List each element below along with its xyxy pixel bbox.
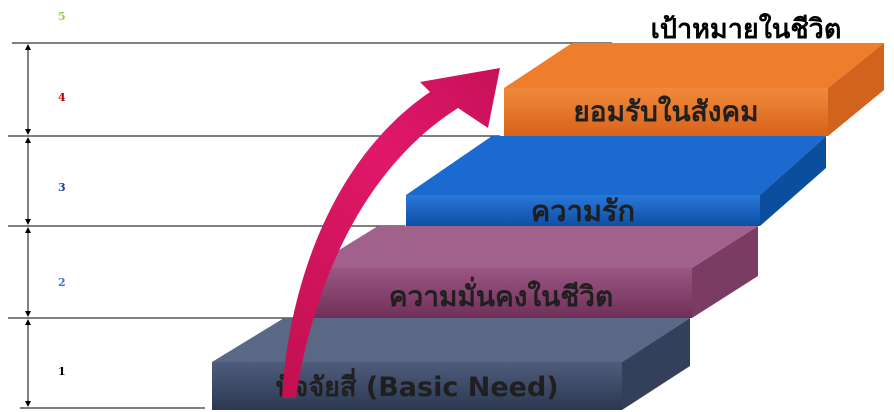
- step-1-label: ปัจจัยสี่ (Basic Need): [275, 367, 558, 403]
- step-3-label: ความรัก: [531, 194, 635, 228]
- step-1-side: [622, 318, 690, 410]
- step-1-top: [212, 318, 690, 362]
- step-2-front: [310, 268, 692, 318]
- level-number-3: 3: [58, 181, 66, 194]
- step-2-top: [310, 226, 758, 268]
- step-3: ความรัก: [406, 136, 826, 228]
- step-1: ปัจจัยสี่ (Basic Need): [212, 318, 690, 410]
- level-number-2: 2: [58, 276, 66, 289]
- step-4-side: [828, 43, 884, 136]
- step-2: ความมั่นคงในชีวิต: [310, 226, 758, 318]
- step-1-front: [212, 362, 622, 410]
- goal-label: เป้าหมายในชีวิต: [651, 13, 842, 45]
- level-number-4: 4: [58, 91, 66, 104]
- level-number-5: 5: [58, 10, 66, 23]
- level-number-1: 1: [58, 365, 66, 378]
- step-2-label: ความมั่นคงในชีวิต: [389, 276, 613, 313]
- level-scale: 5 4 3 2 1: [8, 10, 612, 409]
- step-4-top: [504, 43, 884, 88]
- step-3-front: [406, 195, 760, 226]
- step-3-top: [406, 136, 826, 195]
- arrow-up-right-icon: [282, 68, 500, 398]
- step-3-side: [760, 136, 826, 226]
- step-4: ยอมรับในสังคม: [504, 43, 884, 136]
- step-2-side: [692, 226, 758, 318]
- step-4-label: ยอมรับในสังคม: [573, 95, 758, 128]
- step-4-front: [504, 88, 828, 136]
